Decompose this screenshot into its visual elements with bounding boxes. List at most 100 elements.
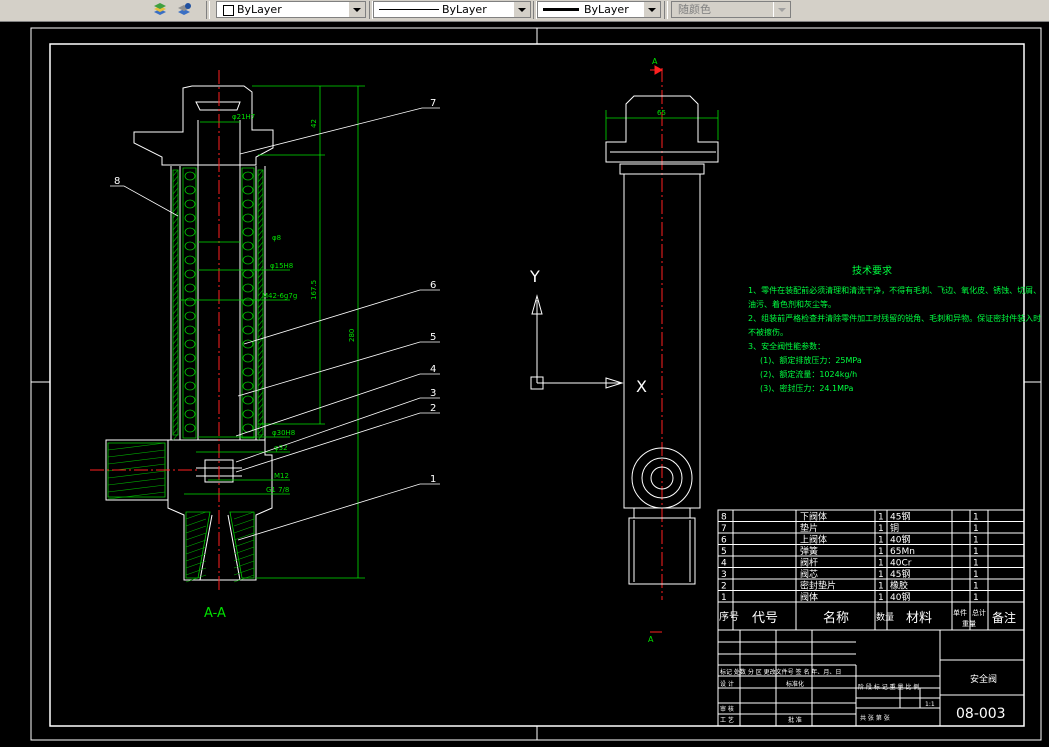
hatch-line	[172, 349, 179, 357]
hatch-line	[172, 241, 179, 249]
spring-coil	[242, 353, 254, 363]
hatch-line	[233, 546, 255, 555]
chevron-down-icon[interactable]	[643, 2, 660, 17]
properties-toolbar: ByLayer ByLayer ByLayer 随颜色	[0, 0, 1049, 22]
bom-cell: 2	[721, 582, 727, 592]
technical-requirements: 技术要求 1、零件在装配前必须清理和清洗干净，不得有毛刺、飞边、氧化皮、锈蚀、切…	[748, 264, 1041, 393]
outside-view	[605, 95, 719, 585]
linetype-control-combo[interactable]: ByLayer	[373, 1, 531, 18]
layer-state-icon[interactable]	[152, 2, 168, 18]
section-label: A-A	[204, 606, 226, 621]
spring-coil	[184, 339, 196, 349]
hatch-line	[172, 277, 179, 285]
spring-coil	[242, 283, 254, 293]
spring-coil	[184, 353, 196, 363]
tb-review: 审 核	[720, 705, 734, 713]
section-hatching	[107, 167, 264, 579]
callout-numbers: 7 8 6 5 4 3 2 1	[114, 98, 436, 485]
hatch-line	[257, 223, 264, 231]
hatch-line	[233, 567, 255, 576]
hatch-line	[107, 484, 166, 493]
bom-cell: 1	[878, 547, 884, 557]
bom-cell: 1	[878, 593, 884, 603]
dim-167-5: 167.5	[310, 280, 318, 300]
hatch-line	[172, 355, 179, 363]
hatch-line	[107, 456, 166, 465]
hatch-line	[172, 325, 179, 333]
hatch-line	[172, 235, 179, 243]
section-markers: A A	[648, 57, 664, 644]
spring-coil	[184, 171, 196, 181]
spring-coil	[242, 185, 254, 195]
hatch-line	[257, 283, 264, 291]
chevron-down-icon	[773, 2, 790, 17]
bom-cell: 7	[721, 524, 727, 534]
lineweight-preview-icon	[543, 8, 579, 11]
section-marker-top: A	[652, 57, 658, 66]
spring-coil	[184, 409, 196, 419]
bom-cell: 1	[878, 524, 884, 534]
dim-phi8: φ8	[272, 234, 281, 242]
spring-coil	[242, 409, 254, 419]
hatch-line	[257, 409, 264, 417]
color-control-combo[interactable]: ByLayer	[216, 1, 366, 18]
hatch-line	[172, 289, 179, 297]
spring-coil	[184, 255, 196, 265]
spring-coil	[242, 339, 254, 349]
bom-head-remark: 备注	[992, 610, 1016, 625]
spring-coil	[184, 185, 196, 195]
lower-body-outline	[167, 439, 273, 581]
dim-65: 65	[657, 109, 666, 117]
hatch-line	[172, 313, 179, 321]
toolbar-separator	[369, 1, 373, 19]
bom-cell: 1	[878, 570, 884, 580]
dim-phi30: φ30H8	[272, 429, 295, 437]
linetype-label: ByLayer	[442, 3, 487, 16]
hatch-line	[185, 567, 207, 576]
bom-header: 序号 代号 名称 数量 材料 单件 总计 重量 备注	[719, 608, 1016, 628]
hatch-lines	[107, 169, 264, 583]
spring-coil	[242, 199, 254, 209]
hatch-line	[172, 343, 179, 351]
hatch-line	[257, 361, 264, 369]
tech-line-2: 油污、着色剂和灰尘等。	[748, 299, 836, 309]
bom-head-total: 总计	[972, 608, 986, 617]
bom-cell: 1	[878, 513, 884, 523]
bom-cell: 1	[878, 582, 884, 592]
lineweight-control-combo[interactable]: ByLayer	[537, 1, 661, 18]
bom-cell: 1	[973, 536, 979, 546]
hatch-line	[172, 265, 179, 273]
tech-line-4: 不被擦伤。	[748, 327, 788, 337]
tech-line-7: (2)、额定流量：1024kg/h	[760, 369, 857, 379]
linetype-preview-icon	[379, 9, 439, 10]
bom-cell: 8	[721, 513, 727, 523]
dimension-texts: φ21H7 42 φ8 φ15H8 M42-6g7g 167.5 280 φ30…	[232, 109, 666, 494]
dim-m42: M42-6g7g	[262, 292, 297, 300]
chevron-down-icon[interactable]	[348, 2, 365, 17]
bom-cell: 阀芯	[800, 568, 818, 580]
drawing-canvas[interactable]: φ21H7 42 φ8 φ15H8 M42-6g7g 167.5 280 φ30…	[0, 22, 1049, 747]
hatch-line	[257, 319, 264, 327]
hatch-line	[172, 271, 179, 279]
tech-line-3: 2、组装前严格检查并清除零件加工时残留的锐角、毛刺和异物。保证密封件装入时	[748, 313, 1041, 323]
outer-frame	[30, 27, 1042, 741]
spring-coil	[184, 283, 196, 293]
spring-coil	[184, 311, 196, 321]
bom-cell: 1	[973, 559, 979, 569]
dim-phi21: φ21H7	[232, 113, 255, 121]
title-block	[717, 629, 1025, 727]
hatch-line	[185, 525, 207, 534]
toolbar-separator	[533, 1, 537, 19]
hatch-line	[257, 403, 264, 411]
spring-coil	[242, 367, 254, 377]
color-label: ByLayer	[237, 3, 282, 16]
hatch-line	[172, 433, 179, 441]
lineweight-label: ByLayer	[584, 3, 629, 16]
top-cap-outline	[133, 85, 274, 166]
callout-7: 7	[430, 98, 436, 109]
hatch-line	[172, 361, 179, 369]
layer-previous-icon[interactable]	[176, 2, 192, 18]
ucs-icon	[530, 294, 624, 390]
chevron-down-icon[interactable]	[513, 2, 530, 17]
bom-table	[717, 509, 1025, 631]
